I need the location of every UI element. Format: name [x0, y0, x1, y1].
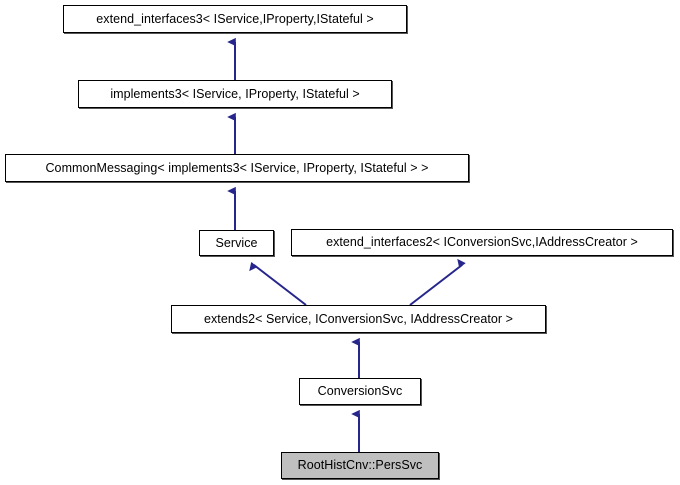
- node-label: implements3< IService, IProperty, IState…: [110, 86, 360, 101]
- node-service[interactable]: Service: [199, 230, 274, 256]
- node-label: CommonMessaging< implements3< IService, …: [45, 160, 429, 175]
- node-label: Service: [215, 235, 258, 250]
- node-label: ConversionSvc: [317, 384, 403, 399]
- node-implements3[interactable]: implements3< IService, IProperty, IState…: [78, 80, 392, 108]
- node-label: extend_interfaces3< IService,IProperty,I…: [96, 11, 374, 26]
- node-extend-interfaces3[interactable]: extend_interfaces3< IService,IProperty,I…: [63, 5, 407, 33]
- node-roothistcnv-perssvc[interactable]: RootHistCnv::PersSvc: [281, 452, 439, 479]
- node-extend-interfaces2[interactable]: extend_interfaces2< IConversionSvc,IAddr…: [291, 229, 673, 256]
- node-conversionsvc[interactable]: ConversionSvc: [299, 378, 421, 405]
- edge-extends2-to-service: [249, 261, 307, 306]
- node-extends2[interactable]: extends2< Service, IConversionSvc, IAddr…: [171, 305, 546, 333]
- node-label: RootHistCnv::PersSvc: [297, 458, 423, 473]
- node-label: extend_interfaces2< IConversionSvc,IAddr…: [326, 235, 638, 250]
- node-label: extends2< Service, IConversionSvc, IAddr…: [204, 311, 513, 326]
- node-commonmessaging[interactable]: CommonMessaging< implements3< IService, …: [5, 154, 469, 182]
- edge-extends2-to-extend-interfaces2: [409, 258, 466, 306]
